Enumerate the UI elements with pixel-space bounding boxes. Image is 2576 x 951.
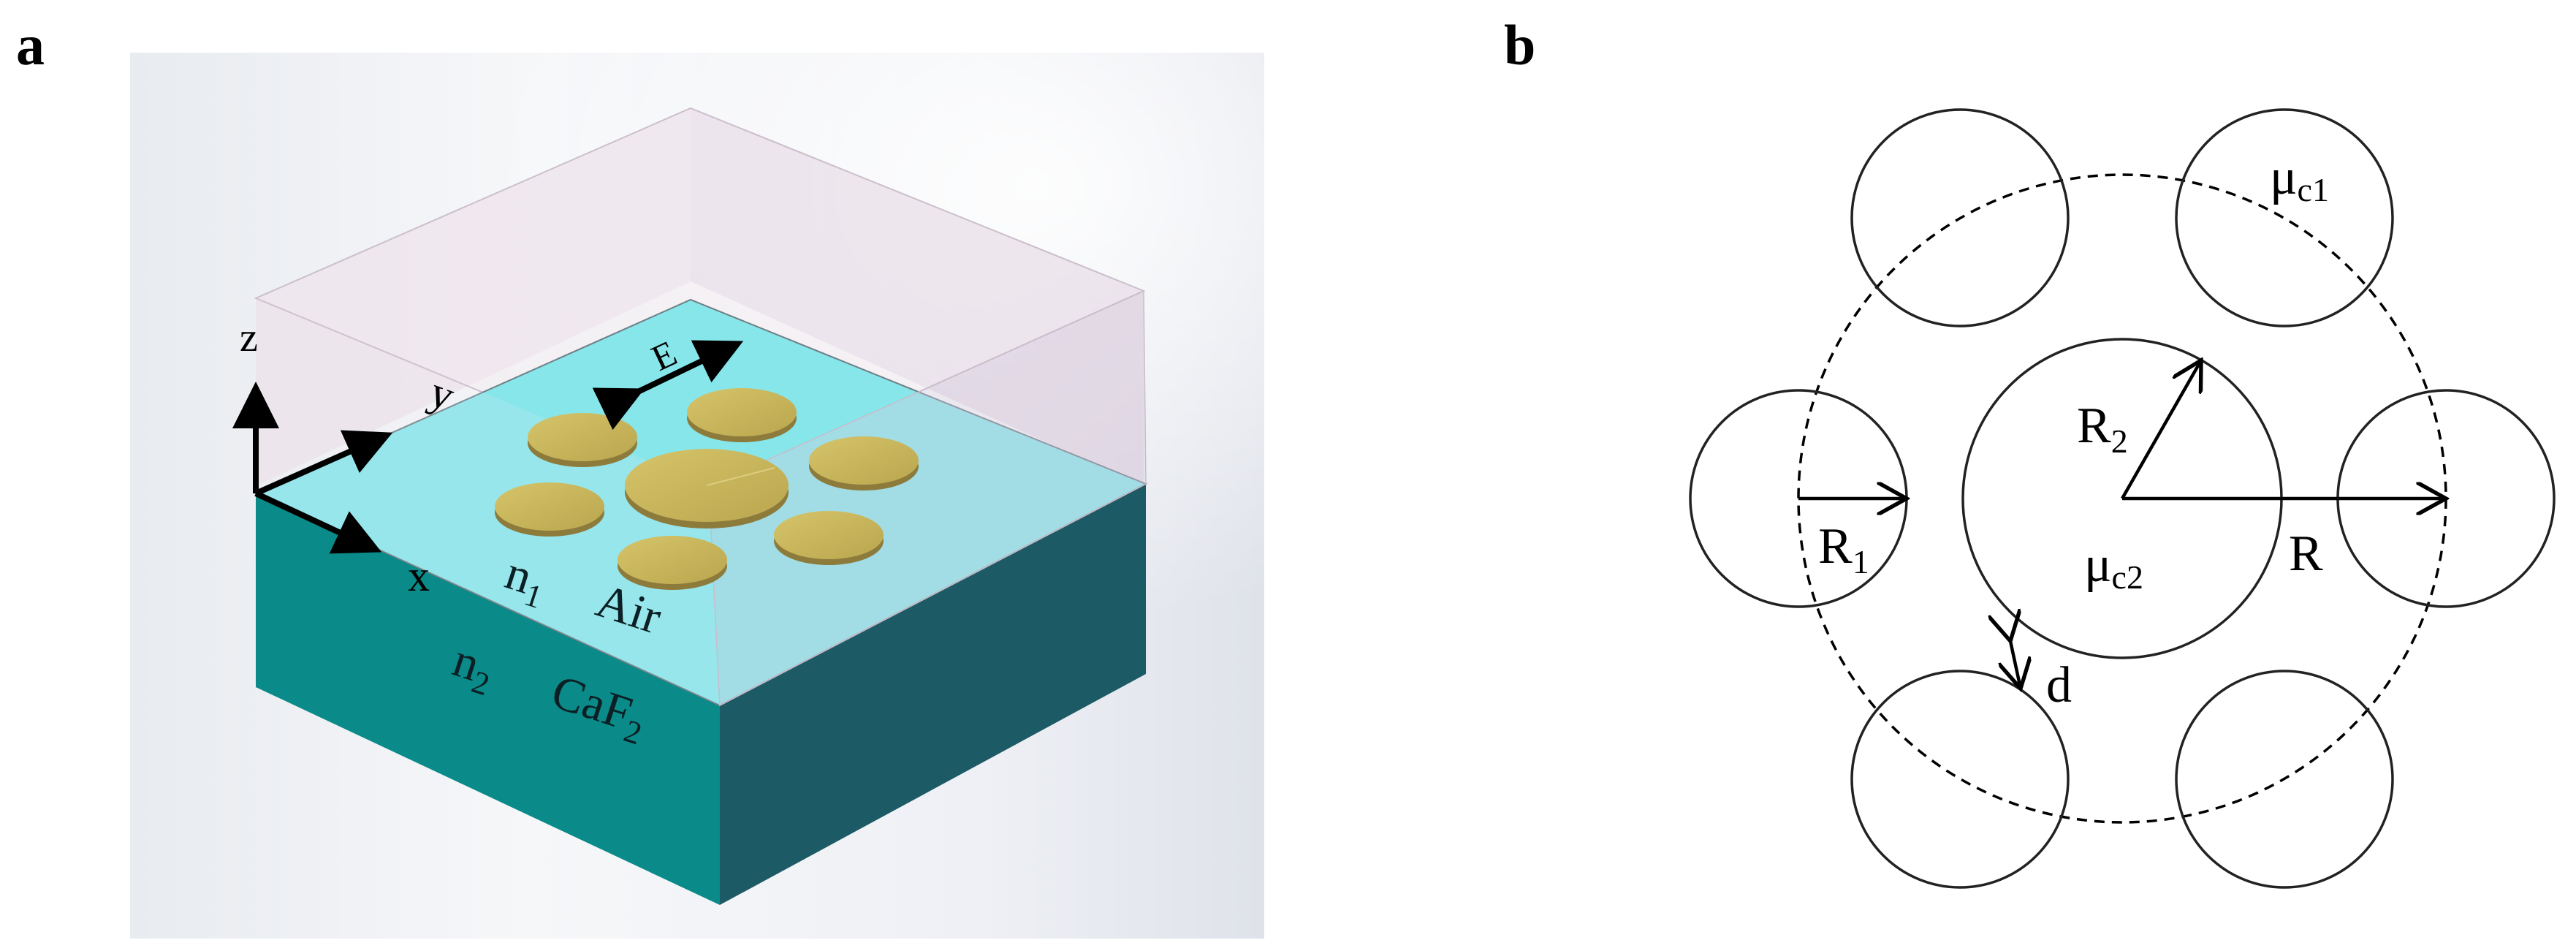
panel-a-letter: a xyxy=(16,13,45,77)
mu-outer-label: μc1 xyxy=(2270,149,2329,208)
x-axis-label: x xyxy=(408,552,430,600)
disk xyxy=(495,482,604,537)
gap-label: d xyxy=(2046,657,2072,713)
panel-b xyxy=(1689,108,2556,889)
substrate-side-face xyxy=(720,484,1146,905)
panel-b-labels: μc1 μc2 R2 R1 R d xyxy=(1818,149,2329,713)
x-axis-arrow xyxy=(254,490,382,554)
radius-center-arrow xyxy=(2121,360,2201,500)
disk xyxy=(687,388,797,442)
disk xyxy=(774,511,884,565)
disk-array xyxy=(495,388,919,590)
outer-disk xyxy=(1850,108,2070,327)
z-axis-label: z xyxy=(240,315,258,360)
outer-disk xyxy=(2175,670,2394,889)
disk xyxy=(618,536,727,590)
air-box-front-right xyxy=(708,289,1147,707)
panel-a: z y x E n1 Air n2 CaF2 xyxy=(130,53,1264,939)
substrate-front-face xyxy=(256,493,720,905)
mu-center-label: μc2 xyxy=(2084,537,2143,596)
outer-disk xyxy=(1850,670,2070,889)
disk xyxy=(809,436,919,490)
air-box-back-right xyxy=(691,108,1144,486)
disk-center xyxy=(625,449,789,528)
panel-b-letter: b xyxy=(1504,13,1535,77)
outer-disk xyxy=(2175,108,2394,327)
radius-center-label: R2 xyxy=(2077,398,2128,460)
radius-outer-label: R1 xyxy=(1818,518,1869,580)
gap-arrow xyxy=(2010,641,2021,689)
disk xyxy=(528,413,637,467)
radius-ring-label: R xyxy=(2289,526,2323,582)
air-box-back-left xyxy=(256,108,691,486)
air-box-front-left xyxy=(256,298,720,705)
y-axis-arrow xyxy=(254,430,393,496)
